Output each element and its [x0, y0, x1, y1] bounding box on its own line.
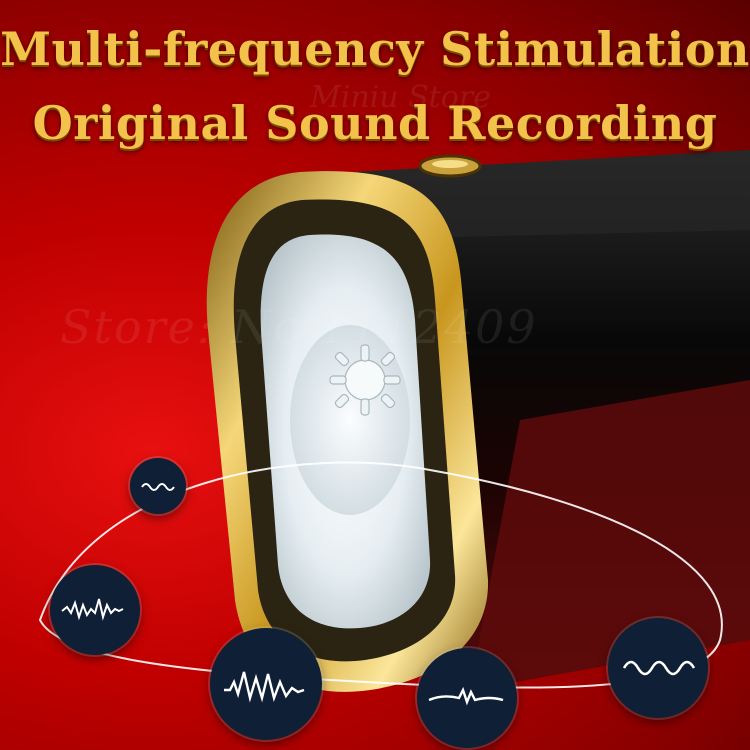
- headline-line2: Original Sound Recording: [32, 96, 718, 150]
- watermark-top: Miniu Store: [310, 80, 491, 115]
- wave-peaks-icon: [210, 628, 322, 740]
- watermark-center: Store: No.1112409: [60, 300, 538, 354]
- wave-dense-icon: [50, 565, 140, 655]
- headline-line1: Multi-frequency Stimulation: [0, 22, 750, 76]
- wave-zigzag-icon: [608, 618, 708, 718]
- wave-flat-icon: [417, 648, 517, 748]
- wave-small-icon: [130, 458, 186, 514]
- inner-nubs: [329, 344, 401, 416]
